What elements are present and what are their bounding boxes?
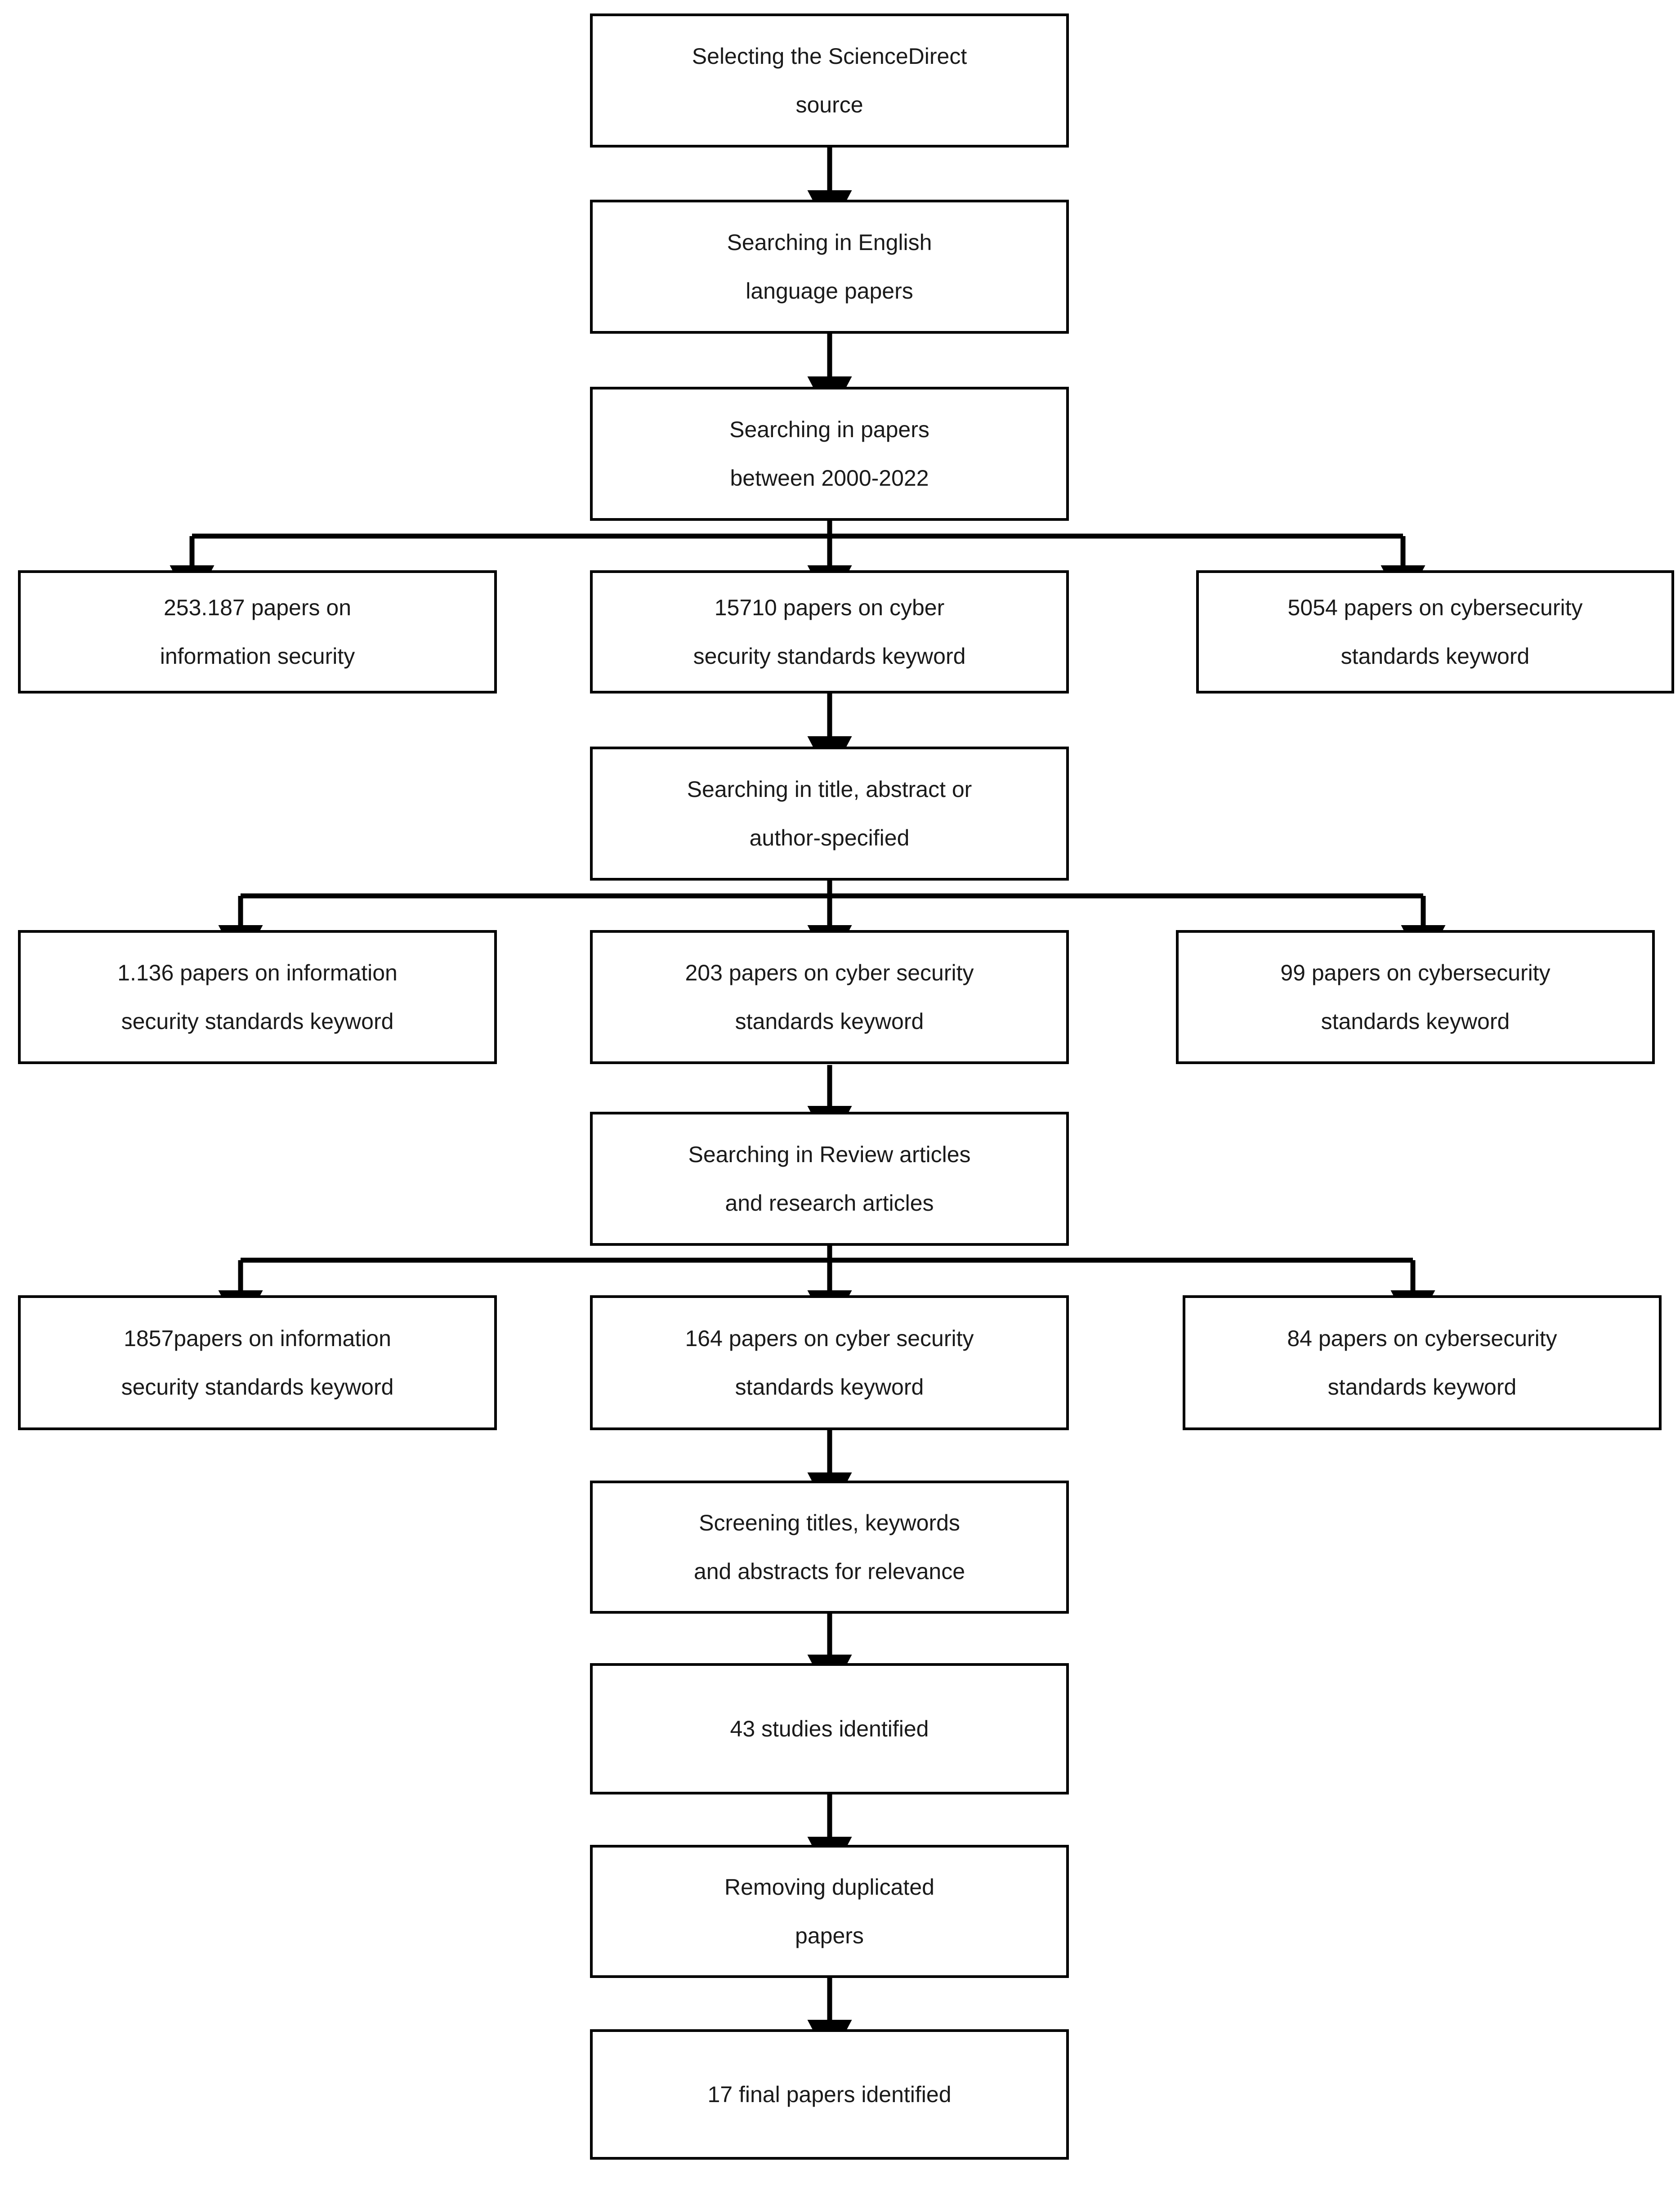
node-r1-center-line-2: security standards keyword — [693, 644, 966, 669]
node-r1-right-line-1: 5054 papers on cybersecurity — [1287, 595, 1583, 620]
node-r1-center[interactable]: 15710 papers on cyber security standards… — [590, 570, 1069, 694]
node-article-types[interactable]: Searching in Review articles and researc… — [590, 1112, 1069, 1246]
node-years[interactable]: Searching in papers between 2000-2022 — [590, 387, 1069, 521]
node-r1-center-line-1: 15710 papers on cyber — [714, 595, 945, 620]
node-r3-right-line-2: standards keyword — [1327, 1374, 1517, 1400]
node-title-abstract-line-2: author-specified — [749, 825, 910, 850]
node-r2-center[interactable]: 203 papers on cyber security standards k… — [590, 930, 1069, 1064]
node-screening-line-2: and abstracts for relevance — [693, 1559, 965, 1584]
node-r2-right-line-2: standards keyword — [1321, 1009, 1510, 1034]
node-r3-left-line-2: security standards keyword — [121, 1374, 394, 1400]
node-title-abstract-line-1: Searching in title, abstract or — [687, 776, 972, 802]
node-final[interactable]: 17 final papers identified — [590, 2029, 1069, 2160]
node-english-line-1: Searching in English — [727, 229, 932, 255]
node-dedupe-line-1: Removing duplicated — [724, 1874, 934, 1900]
node-screening[interactable]: Screening titles, keywords and abstracts… — [590, 1481, 1069, 1614]
node-article-types-line-2: and research articles — [725, 1190, 934, 1216]
node-r2-left-line-2: security standards keyword — [121, 1009, 394, 1034]
node-dedupe-line-2: papers — [795, 1923, 864, 1948]
node-r3-right[interactable]: 84 papers on cybersecurity standards key… — [1183, 1295, 1662, 1430]
node-r2-left[interactable]: 1.136 papers on information security sta… — [18, 930, 497, 1064]
node-years-line-1: Searching in papers — [729, 416, 929, 442]
node-article-types-line-1: Searching in Review articles — [688, 1141, 971, 1167]
node-title-abstract[interactable]: Searching in title, abstract or author-s… — [590, 747, 1069, 881]
node-english[interactable]: Searching in English language papers — [590, 200, 1069, 334]
node-r3-center[interactable]: 164 papers on cyber security standards k… — [590, 1295, 1069, 1430]
node-r3-right-line-1: 84 papers on cybersecurity — [1287, 1325, 1557, 1351]
node-years-line-2: between 2000-2022 — [730, 465, 929, 491]
node-r2-center-line-1: 203 papers on cyber security — [685, 960, 974, 985]
node-source-line-1: Selecting the ScienceDirect — [692, 43, 967, 69]
node-source[interactable]: Selecting the ScienceDirect source — [590, 13, 1069, 148]
node-dedupe[interactable]: Removing duplicated papers — [590, 1845, 1069, 1978]
node-identified-line-1: 43 studies identified — [730, 1716, 929, 1741]
node-r1-left-line-2: information security — [160, 644, 355, 669]
node-r2-left-line-1: 1.136 papers on information — [117, 960, 398, 985]
node-screening-line-1: Screening titles, keywords — [699, 1510, 960, 1535]
node-r1-right[interactable]: 5054 papers on cybersecurity standards k… — [1196, 570, 1674, 694]
node-r1-right-line-2: standards keyword — [1340, 644, 1530, 669]
node-r2-right-line-1: 99 papers on cybersecurity — [1280, 960, 1550, 985]
node-r2-right[interactable]: 99 papers on cybersecurity standards key… — [1176, 930, 1655, 1064]
node-r3-center-line-1: 164 papers on cyber security — [685, 1325, 974, 1351]
node-r2-center-line-2: standards keyword — [735, 1009, 924, 1034]
node-source-line-2: source — [795, 92, 863, 117]
node-r3-left-line-1: 1857papers on information — [124, 1325, 391, 1351]
node-r3-left[interactable]: 1857papers on information security stand… — [18, 1295, 497, 1430]
node-r3-center-line-2: standards keyword — [735, 1374, 924, 1400]
node-final-line-1: 17 final papers identified — [707, 2081, 952, 2107]
node-r1-left-line-1: 253.187 papers on — [163, 595, 352, 620]
node-english-line-2: language papers — [746, 278, 913, 304]
node-identified[interactable]: 43 studies identified — [590, 1663, 1069, 1794]
node-r1-left[interactable]: 253.187 papers on information security — [18, 570, 497, 694]
